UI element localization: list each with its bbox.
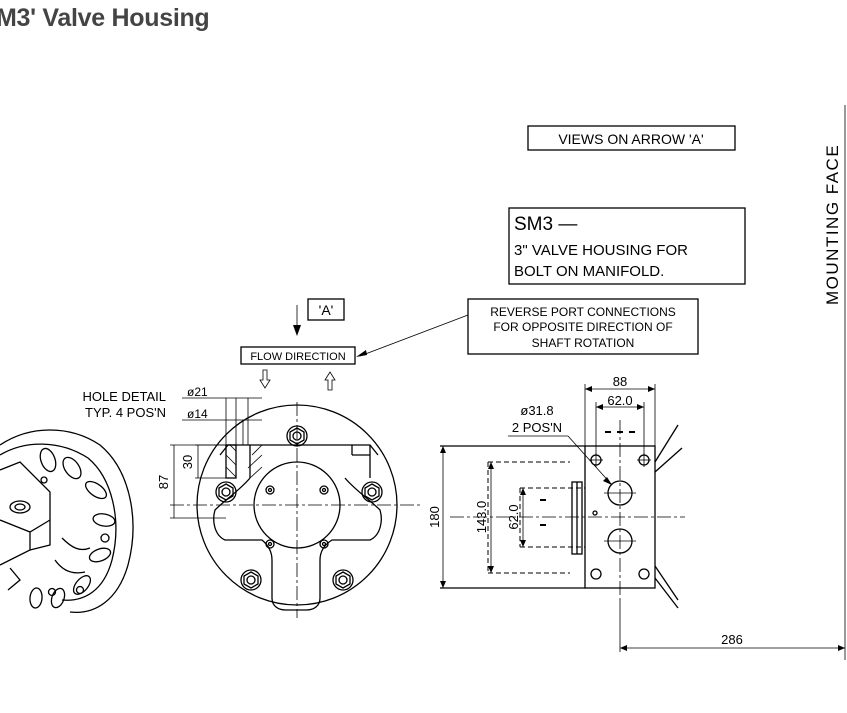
reverse-line1: REVERSE PORT CONNECTIONS [490, 305, 676, 319]
sm3-code: SM3 — [514, 214, 577, 235]
dim-h87: 87 [156, 475, 171, 489]
bolt-right [361, 481, 383, 503]
port-dia-line2: 2 POS'N [512, 420, 562, 435]
reverse-line3: SHAFT ROTATION [532, 336, 635, 350]
dim-d21: ø21 [187, 385, 208, 399]
mounting-face-label: MOUNTING FACE [823, 144, 842, 305]
dim-w62: 62.0 [607, 393, 632, 408]
bolt-left [215, 481, 237, 503]
sm3-note: SM3 — 3" VALVE HOUSING FOR BOLT ON MANIF… [508, 207, 746, 285]
dim-h180: 180 [427, 506, 442, 528]
flow-direction-note: FLOW DIRECTION [240, 346, 356, 391]
bolt-top [286, 425, 308, 447]
reverse-port-note: REVERSE PORT CONNECTIONS FOR OPPOSITE DI… [356, 298, 699, 357]
flow-direction-text: FLOW DIRECTION [250, 351, 345, 363]
bolt-bottom-right [332, 569, 354, 591]
hole-detail-note: HOLE DETAIL TYP. 4 POS'N [82, 389, 166, 420]
page-title: M3' Valve Housing [0, 4, 210, 32]
dim-w88: 88 [613, 374, 627, 389]
dim-d14: ø14 [187, 407, 208, 421]
arrow-a: 'A' [293, 298, 345, 336]
flow-arrow-down-icon [259, 369, 271, 389]
views-on-arrow-note: VIEWS ON ARROW 'A' [527, 125, 736, 151]
sm3-line2: BOLT ON MANIFOLD. [514, 263, 664, 280]
dim-h30: 30 [180, 455, 195, 469]
flow-arrow-up-icon [324, 371, 336, 391]
isometric-view [0, 429, 134, 614]
reverse-line2: FOR OPPOSITE DIRECTION OF [493, 320, 672, 334]
views-on-arrow-text: VIEWS ON ARROW 'A' [558, 131, 703, 147]
dim-h62: 62.0 [506, 504, 521, 529]
port-dia-line1: ø31.8 [520, 403, 553, 418]
side-view: 180 143.0 62.0 88 62.0 ø31.8 2 POS'N [427, 105, 846, 660]
arrow-a-label: 'A' [319, 302, 334, 318]
hole-detail-line1: HOLE DETAIL [82, 389, 166, 404]
bolt-bottom-left [240, 569, 262, 591]
dim-w286: 286 [721, 632, 743, 647]
dim-h143: 143.0 [474, 501, 489, 534]
sm3-line1: 3" VALVE HOUSING FOR [514, 242, 688, 259]
front-view: ø21 ø14 30 87 [156, 385, 420, 618]
hole-detail-line2: TYP. 4 POS'N [85, 405, 166, 420]
